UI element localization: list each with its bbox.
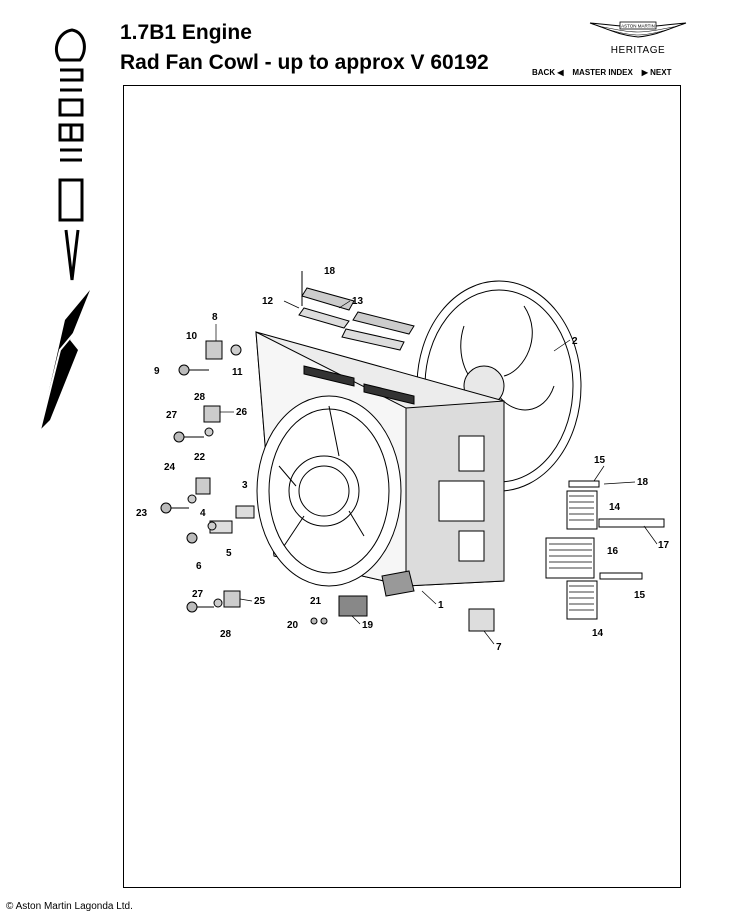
part-label-26: 26 [236, 407, 248, 418]
part-label-15b: 15 [634, 590, 646, 601]
diagram-frame: 18 12 13 8 10 11 9 2 28 26 27 22 24 3 23… [123, 85, 681, 888]
part-label-27b: 27 [192, 589, 204, 600]
part-label-8: 8 [212, 312, 218, 323]
part-label-10: 10 [186, 331, 198, 342]
part-label-23: 23 [136, 508, 148, 519]
left-arrow-icon: ◀ [557, 68, 564, 77]
right-arrow-icon: ▶ [641, 68, 648, 77]
part-label-7: 7 [496, 642, 502, 653]
part-label-2: 2 [572, 336, 578, 347]
next-label: NEXT [650, 68, 672, 77]
part-label-15: 15 [594, 455, 606, 466]
part-label-25: 25 [254, 596, 266, 607]
part-label-4: 4 [200, 508, 206, 519]
part-label-5: 5 [226, 548, 232, 559]
part-label-16: 16 [607, 546, 619, 557]
part-label-14: 14 [609, 502, 621, 513]
part-label-19: 19 [362, 620, 374, 631]
master-index-link[interactable]: MASTER INDEX [572, 68, 633, 77]
part-label-3: 3 [242, 480, 248, 491]
part-label-18: 18 [324, 266, 336, 277]
brand-text: ASTON MARTIN [621, 24, 655, 29]
next-link[interactable]: ▶ NEXT [642, 68, 672, 77]
part-label-24: 24 [164, 462, 176, 473]
back-link[interactable]: BACK ◀ [532, 68, 564, 77]
part-label-13: 13 [352, 296, 364, 307]
part-label-20: 20 [287, 620, 299, 631]
part-label-11: 11 [232, 367, 243, 378]
part-label-21: 21 [310, 596, 322, 607]
part-label-9: 9 [154, 366, 160, 377]
part-label-27: 27 [166, 410, 178, 421]
part-label-28: 28 [194, 392, 206, 403]
copyright-notice: © Aston Martin Lagonda Ltd. [6, 901, 133, 912]
part-label-1: 1 [438, 600, 444, 611]
navigation-bar: BACK ◀ MASTER INDEX ▶ NEXT [532, 68, 671, 77]
heritage-label: HERITAGE [610, 45, 666, 56]
part-label-22: 22 [194, 452, 206, 463]
part-label-28b: 28 [220, 629, 232, 640]
page-title: 1.7B1 Engine [120, 21, 252, 44]
part-label-14b: 14 [592, 628, 604, 639]
part-label-6: 6 [196, 561, 202, 572]
back-label: BACK [532, 68, 556, 77]
aston-martin-wings-logo: ASTON MARTIN [589, 21, 687, 38]
part-label-12: 12 [262, 296, 274, 307]
exploded-parts-diagram: 18 12 13 8 10 11 9 2 28 26 27 22 24 3 23… [136, 266, 670, 653]
part-label-18b: 18 [637, 477, 649, 488]
page-subtitle: Rad Fan Cowl - up to approx V 60192 [120, 51, 489, 74]
virage-logo [39, 28, 90, 431]
part-label-17: 17 [658, 540, 670, 551]
